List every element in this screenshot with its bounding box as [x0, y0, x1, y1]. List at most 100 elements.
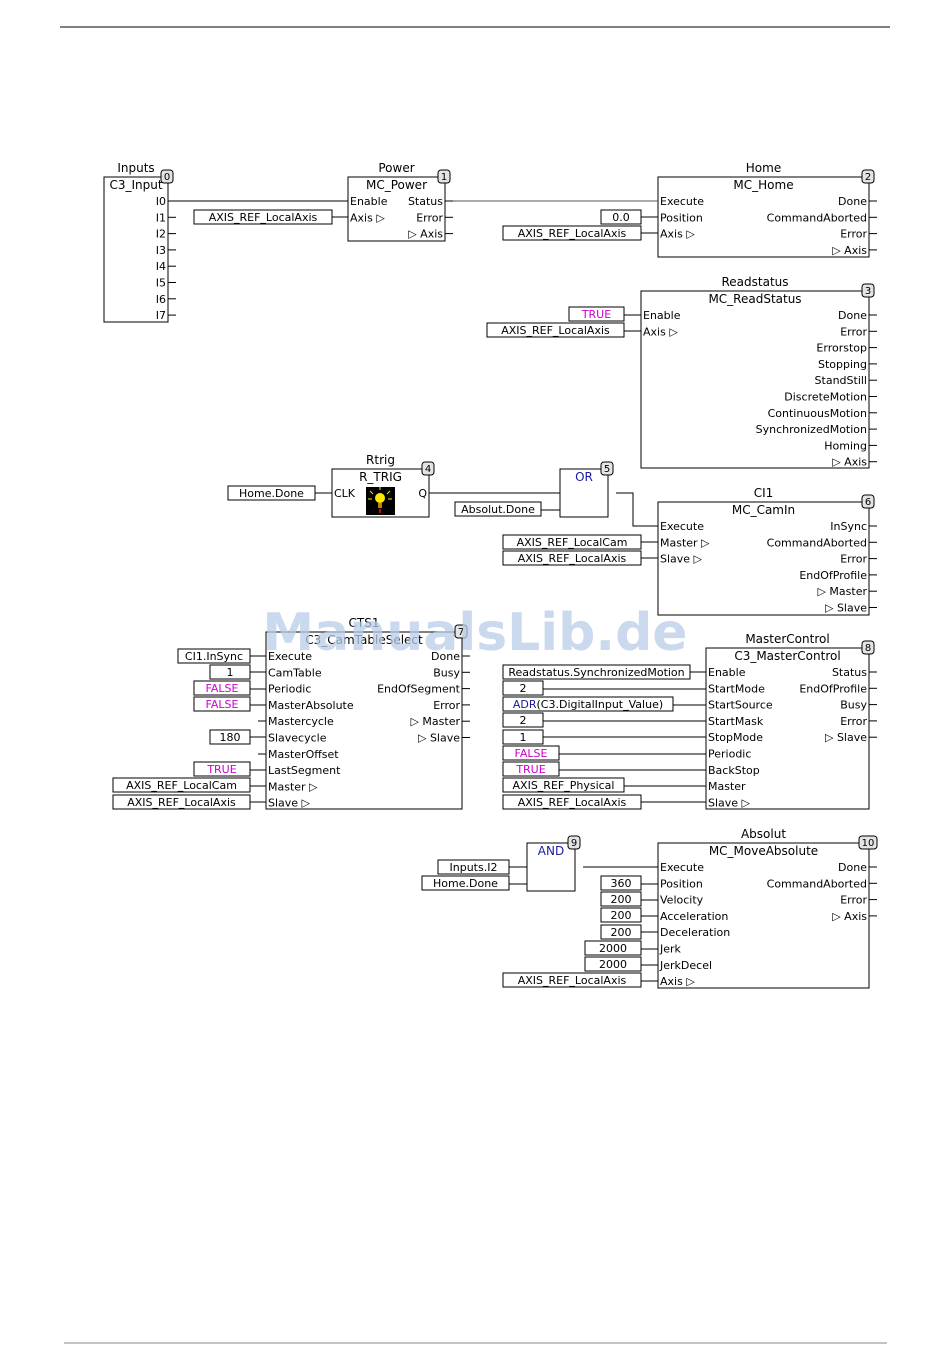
constant-rs_axis[interactable]: AXIS_REF_LocalAxis	[486, 322, 625, 338]
wire-or-to-ci1-execute	[616, 492, 658, 527]
constant-abs_accel[interactable]: 200	[600, 907, 642, 923]
output-pin-label: Status	[408, 195, 443, 208]
block-number-badge	[567, 835, 581, 850]
constant-value: AXIS_REF_LocalCam	[126, 779, 237, 792]
block-type-name: R_TRIG	[359, 470, 402, 484]
output-pin-label: I4	[156, 260, 166, 273]
block-number-badge	[421, 461, 435, 476]
constant-abs_axis[interactable]: AXIS_REF_LocalAxis	[502, 972, 642, 988]
input-pin-label: Master ▷	[660, 536, 710, 549]
constant-box	[486, 322, 625, 338]
constant-ci1_slave[interactable]: AXIS_REF_LocalAxis	[502, 550, 642, 566]
constant-and_in2[interactable]: Home.Done	[421, 875, 510, 891]
constant-cts_master[interactable]: AXIS_REF_LocalCam	[112, 777, 251, 793]
block-number-badge	[861, 169, 875, 184]
constant-cts_masterabs[interactable]: FALSE	[193, 696, 251, 712]
block-mastercontrol[interactable]: MasterControlC3_MasterControl8EnableStar…	[705, 632, 875, 810]
constant-mc_startmode[interactable]: 2	[502, 680, 544, 696]
block-type-name: MC_ReadStatus	[708, 292, 801, 306]
block-number: 8	[865, 643, 871, 654]
constant-and_in1[interactable]: Inputs.I2	[437, 859, 510, 875]
constant-or_in2[interactable]: Absolut.Done	[454, 501, 542, 517]
constant-mc_startmask[interactable]: 2	[502, 712, 544, 728]
constant-cts_periodic[interactable]: FALSE	[193, 680, 251, 696]
constant-home_position[interactable]: 0.0	[600, 209, 642, 225]
input-pin-label: JerkDecel	[659, 959, 712, 972]
block-type-name: C3_CamTableSelect	[305, 633, 423, 647]
constant-box	[454, 501, 542, 517]
constant-power_axis[interactable]: AXIS_REF_LocalAxis	[193, 209, 333, 225]
constant-mc_stopmode[interactable]: 1	[502, 729, 544, 745]
constant-abs_velocity[interactable]: 200	[600, 891, 642, 907]
constant-value: FALSE	[206, 682, 239, 695]
constant-value: Inputs.I2	[450, 861, 498, 874]
constant-cts_slavecycle[interactable]: 180	[209, 729, 251, 745]
constant-mc_slave[interactable]: AXIS_REF_LocalAxis	[502, 794, 642, 810]
input-pin-label: Slave ▷	[708, 796, 751, 809]
block-or[interactable]: OR5	[559, 461, 614, 518]
block-number: 10	[862, 838, 875, 849]
constant-value: CI1.InSync	[185, 650, 243, 663]
block-frame	[526, 842, 576, 892]
output-pin-label: CommandAborted	[767, 877, 867, 890]
input-pin-label: StartMode	[708, 682, 765, 695]
constant-abs_decel[interactable]: 200	[600, 924, 642, 940]
block-type-name: OR	[575, 470, 593, 484]
constant-cts_lastseg[interactable]: TRUE	[193, 761, 251, 777]
output-pin-label: Q	[418, 487, 427, 500]
constant-value: AXIS_REF_LocalAxis	[501, 324, 610, 337]
input-pin-label: Axis ▷	[660, 228, 695, 241]
constant-box	[193, 696, 251, 712]
input-pin-label: Mastercycle	[268, 715, 334, 728]
block-instance-name: Absolut	[741, 827, 786, 841]
lamp-base	[378, 503, 382, 508]
input-pin-label: Axis ▷	[643, 325, 678, 338]
constant-mc_master[interactable]: AXIS_REF_Physical	[502, 777, 625, 793]
constant-abs_jerkdecel[interactable]: 2000	[584, 956, 642, 972]
constant-box	[421, 875, 510, 891]
block-absolut[interactable]: AbsolutMC_MoveAbsolute10ExecutePositionV…	[657, 827, 878, 989]
input-pin-label: Jerk	[659, 943, 682, 956]
output-pin-label: I7	[156, 309, 166, 322]
constant-mc_backstop[interactable]: TRUE	[502, 761, 560, 777]
block-number-badge	[160, 169, 174, 184]
constant-box	[502, 972, 642, 988]
constant-mc_periodic[interactable]: FALSE	[502, 745, 560, 761]
constant-value: 180	[220, 731, 241, 744]
constant-rs_enable[interactable]: TRUE	[568, 306, 625, 322]
constant-cts_execute[interactable]: CI1.InSync	[177, 648, 251, 664]
lamp-ray	[386, 490, 391, 495]
output-pin-label: EndOfProfile	[799, 682, 867, 695]
output-pin-label: Busy	[433, 666, 460, 679]
constant-home_axis[interactable]: AXIS_REF_LocalAxis	[502, 225, 642, 241]
block-cts1[interactable]: CTS1C3_CamTableSelect7ExecuteCamTablePer…	[265, 616, 468, 810]
input-pin-label: Execute	[660, 861, 704, 874]
constant-box	[584, 940, 642, 956]
block-instance-name: Readstatus	[721, 275, 788, 289]
constant-mc_enable[interactable]: Readstatus.SynchronizedMotion	[502, 664, 691, 680]
output-pin-label: I2	[156, 228, 166, 241]
block-number: 3	[865, 286, 871, 297]
constant-mc_startsource[interactable]: ADR(C3.DigitalInput_Value)	[502, 696, 674, 712]
constant-abs_jerk[interactable]: 2000	[584, 940, 642, 956]
block-number: 4	[425, 464, 431, 475]
constant-rtrig_clk[interactable]: Home.Done	[227, 485, 316, 501]
input-pin-label: Periodic	[708, 748, 751, 761]
constant-box	[502, 680, 544, 696]
output-pin-label: Error	[840, 894, 867, 907]
constant-cts_camtable[interactable]: 1	[209, 664, 251, 680]
constant-ci1_master[interactable]: AXIS_REF_LocalCam	[502, 534, 642, 550]
block-instance-name: Inputs	[117, 161, 154, 175]
constant-box	[600, 907, 642, 923]
constant-value: 2	[520, 682, 527, 695]
constant-cts_slave[interactable]: AXIS_REF_LocalAxis	[112, 794, 251, 810]
output-pin-label: Done	[431, 650, 460, 663]
constant-abs_position[interactable]: 360	[600, 875, 642, 891]
